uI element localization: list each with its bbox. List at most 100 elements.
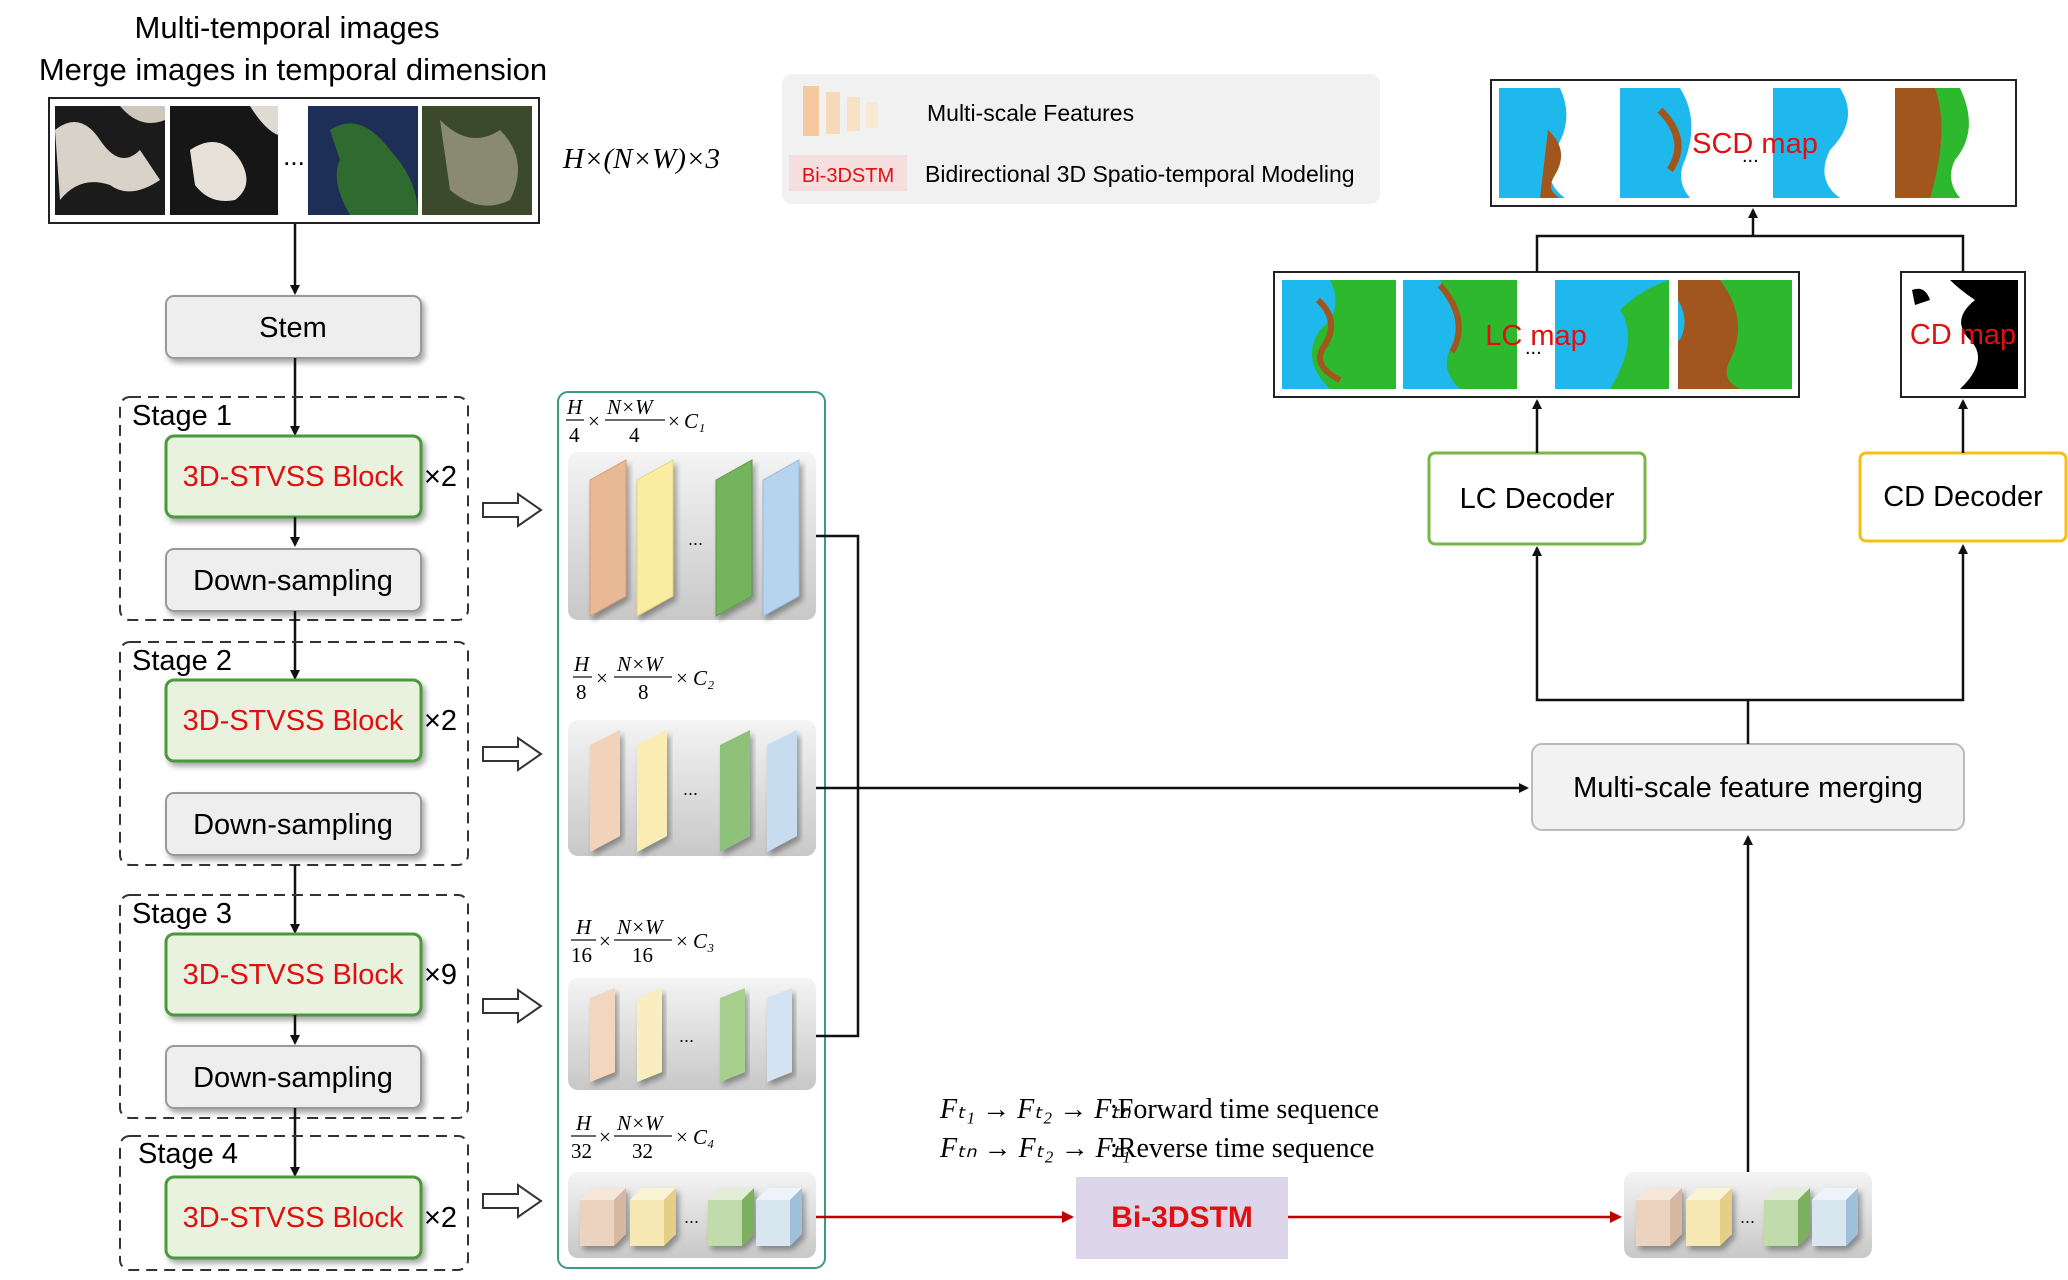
hollow-arrow-4 (482, 1183, 543, 1219)
hollow-arrow-2 (482, 736, 543, 772)
stage-3-repeat: ×9 (424, 959, 457, 991)
feature-1-nw-den: 4 (629, 423, 640, 447)
stem-label: Stem (259, 312, 327, 344)
svg-text:×: × (676, 1125, 688, 1149)
lc-map-label: LC map (1485, 320, 1587, 352)
stage-2-downsample-label: Down-sampling (193, 809, 393, 841)
feature-3-dims: H 16 × N×W 16 × C₃ (571, 915, 714, 967)
legend-multiscale-label: Multi-scale Features (927, 100, 1134, 126)
forward-label: :Forward time sequence (1110, 1094, 1379, 1125)
feature-3-channel: C₃ (693, 929, 714, 953)
lc-map-image-4 (1678, 280, 1792, 389)
feature-1-h-num: H (566, 395, 584, 419)
svg-text:...: ... (1742, 145, 1759, 167)
reverse-formula: Fₜₙ → Fₜ₂ → Fₜ₁ (939, 1133, 1131, 1164)
merge-box: Multi-scale feature merging (1531, 743, 1965, 831)
scd-map-strip: ... SCD map (1490, 79, 2017, 207)
fused-feature-stack: ... (1624, 1172, 1872, 1258)
satellite-image-1 (55, 106, 165, 215)
stage-1-label: Stage 1 (132, 400, 232, 432)
stage-1: Stage 1 3D-STVSS Block ×2 Down-sampling (119, 396, 469, 621)
hollow-arrow-1 (482, 492, 543, 528)
scd-map-image-2 (1620, 88, 1733, 198)
cd-decoder-label: CD Decoder (1883, 481, 2043, 513)
feature-2-channel: C₂ (693, 666, 714, 690)
stage-4: Stage 4 3D-STVSS Block ×2 (119, 1135, 469, 1271)
hollow-arrow-3 (482, 988, 543, 1024)
input-title-line1: Multi-temporal images (135, 10, 440, 45)
svg-text:...: ... (1525, 337, 1542, 359)
feature-3-nw-den: 16 (632, 943, 653, 967)
stage-2: Stage 2 3D-STVSS Block ×2 Down-sampling (119, 641, 469, 866)
svg-text:×: × (596, 666, 608, 690)
reverse-label: :Reverse time sequence (1110, 1133, 1374, 1164)
cd-map-label: CD map (1910, 319, 2016, 351)
input-title-line2: Merge images in temporal dimension (39, 52, 547, 87)
stage-4-block-label: 3D-STVSS Block (183, 1202, 404, 1234)
feature-2-nw-den: 8 (638, 680, 649, 704)
input-image-strip: ... (48, 97, 540, 224)
svg-text:...: ... (688, 529, 703, 549)
stage-4-label: Stage 4 (138, 1138, 238, 1170)
stage-4-repeat: ×2 (424, 1202, 457, 1234)
feature-1-dims: H 4 × N×W 4 × C₁ (566, 395, 705, 447)
feature-4-h-den: 32 (571, 1139, 592, 1163)
stem-block: Stem (165, 295, 422, 359)
feature-1-channel: C₁ (684, 409, 705, 433)
feature-4-dims: H 32 × N×W 32 × C₄ (571, 1111, 714, 1163)
stage-3-label: Stage 3 (132, 898, 232, 930)
lc-map-image-2 (1403, 280, 1517, 389)
feature-3-h-den: 16 (571, 943, 592, 967)
cd-decoder: CD Decoder (1858, 451, 2068, 543)
svg-text:...: ... (684, 1207, 699, 1227)
feature-1-h-den: 4 (569, 423, 580, 447)
cd-map: CD map (1900, 271, 2026, 398)
feature-panel (557, 391, 826, 1269)
svg-text:...: ... (1740, 1207, 1755, 1227)
multiscale-features-icon (803, 86, 878, 136)
scd-map-image-3 (1773, 88, 1886, 198)
svg-text:×: × (676, 666, 688, 690)
feature-stack-3: ... (568, 978, 816, 1090)
feature-stack-1: ... (568, 452, 816, 620)
feature-2-dims: H 8 × N×W 8 × C₂ (573, 652, 714, 704)
lc-map-image-1 (1282, 280, 1396, 389)
stage-2-block-label: 3D-STVSS Block (183, 705, 404, 737)
lc-decoder-label: LC Decoder (1460, 483, 1615, 515)
feature-4-nw-num: N×W (616, 1111, 665, 1135)
feature-2-h-num: H (573, 652, 591, 676)
svg-text:×: × (588, 409, 600, 433)
feature-stack-4: ... (568, 1172, 816, 1258)
legend-bi3dstm-tag: Bi-3DSTM (802, 165, 894, 187)
satellite-image-3 (308, 106, 418, 215)
forward-formula: Fₜ₁ → Fₜ₂ → Fₜₙ (939, 1094, 1132, 1125)
stage-3-downsample-label: Down-sampling (193, 1062, 393, 1094)
feature-1-nw-num: N×W (606, 395, 655, 419)
svg-text:...: ... (683, 779, 698, 799)
scd-map-image-4 (1895, 88, 2008, 198)
scd-map-image-1 (1499, 88, 1612, 198)
svg-text:×: × (676, 929, 688, 953)
stage-2-label: Stage 2 (132, 645, 232, 677)
satellite-image-4 (422, 106, 532, 215)
legend-panel: Multi-scale Features Bi-3DSTM Bidirectio… (782, 74, 1380, 204)
stage-1-repeat: ×2 (424, 461, 457, 493)
feature-2-h-den: 8 (576, 680, 587, 704)
lc-map-strip: ... LC map (1273, 271, 1800, 398)
stage-3: Stage 3 3D-STVSS Block ×9 Down-sampling (119, 894, 469, 1119)
svg-text:...: ... (679, 1026, 694, 1046)
feature-4-channel: C₄ (693, 1125, 714, 1149)
input-ellipsis: ... (283, 141, 305, 171)
feature-stack-2: ... (568, 720, 816, 856)
feature-4-nw-den: 32 (632, 1139, 653, 1163)
legend-bi3dstm-label: Bidirectional 3D Spatio-temporal Modelin… (925, 161, 1355, 187)
feature-2-nw-num: N×W (616, 652, 665, 676)
stage-1-block-label: 3D-STVSS Block (183, 461, 404, 493)
satellite-image-2 (170, 106, 278, 215)
feature-3-h-num: H (575, 915, 593, 939)
bi3dstm-box-label: Bi-3DSTM (1111, 1201, 1253, 1234)
stage-2-repeat: ×2 (424, 705, 457, 737)
feature-4-h-num: H (575, 1111, 593, 1135)
merge-label: Multi-scale feature merging (1573, 772, 1923, 804)
